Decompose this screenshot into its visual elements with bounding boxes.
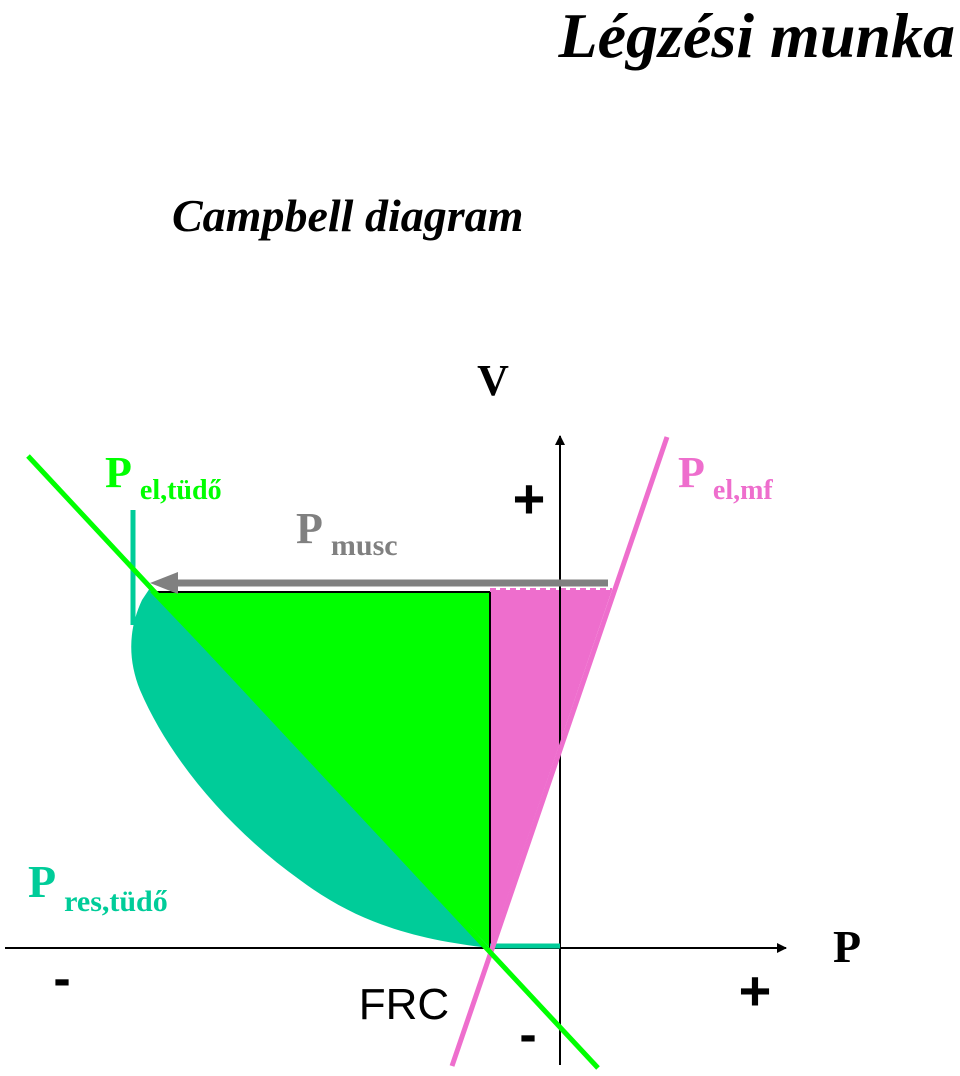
y-axis-plus-sign: + (513, 467, 546, 530)
p-el-mf-main: P (678, 448, 705, 497)
diagram-subtitle: Campbell diagram (172, 190, 523, 241)
p-res-tudo-sub: res,tüdő (64, 885, 168, 918)
y-axis-label: V (477, 356, 509, 405)
x-axis-label: P (833, 921, 861, 972)
p-musc-sub: musc (331, 529, 398, 562)
chest-wall-compliance-line (449, 436, 670, 1067)
frc-label: FRC (359, 980, 449, 1029)
y-axis-minus-sign: - (519, 1006, 536, 1064)
p-musc-label: P musc (296, 504, 398, 562)
x-axis-plus-sign: + (739, 959, 772, 1022)
muscle-pressure-arrow (150, 572, 608, 594)
x-axis-minus-sign: - (53, 950, 70, 1008)
p-el-tudo-sub: el,tüdő (140, 475, 222, 506)
p-musc-main: P (296, 504, 323, 553)
p-el-mf-label: P el,mf (678, 448, 773, 506)
p-el-tudo-main: P (105, 448, 132, 497)
p-el-tudo-label: P el,tüdő (105, 448, 222, 506)
p-res-tudo-label: P res,tüdő (28, 856, 168, 918)
lung-compliance-line (26, 454, 600, 1070)
p-res-tudo-main: P (28, 856, 56, 907)
slide-title: Légzési munka (558, 0, 955, 71)
p-el-mf-sub: el,mf (713, 475, 774, 506)
